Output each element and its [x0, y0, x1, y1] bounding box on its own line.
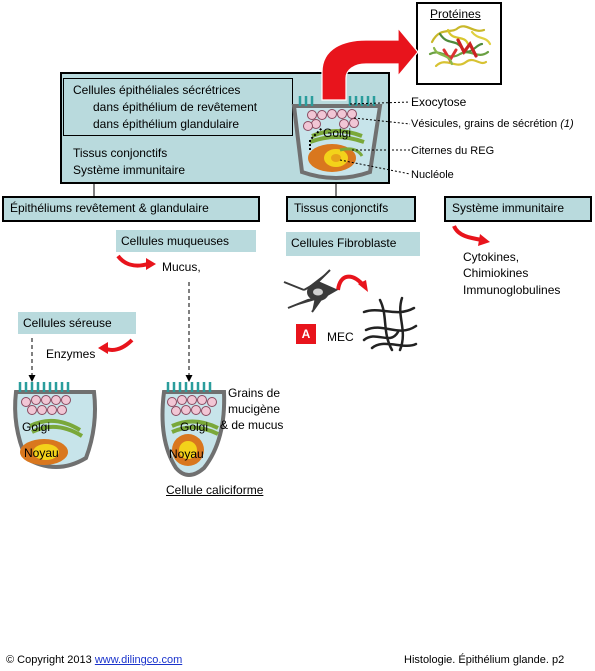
protein-structure-image — [428, 25, 492, 68]
panel-immune-system: Système immunitaire — [73, 163, 186, 177]
proteins-title: Protéines — [430, 7, 481, 21]
secretory-line-1: Cellules épithéliales sécrétrices — [73, 83, 241, 97]
goblet-cell-title: Cellule caliciforme — [166, 483, 264, 497]
reg-cisterns-label: Citernes du REG — [411, 145, 495, 157]
category-epitheliums: Épithéliums revêtement & glandulaire — [2, 196, 260, 222]
copyright-text: © Copyright 2013 — [6, 654, 92, 666]
immunoglobulins-label: Immunoglobulines — [463, 283, 561, 297]
grains-label-2: mucigène — [228, 402, 281, 416]
proteins-box: Protéines — [416, 2, 502, 85]
mucus-label: Mucus, — [162, 260, 201, 274]
mec-fibers-image — [362, 296, 418, 352]
footer-copyright: © Copyright 2013 www.dilingco.com — [6, 653, 182, 667]
chemokines-label: Chimiokines — [463, 266, 529, 280]
goblet-nucleus-label: Noyau — [169, 447, 204, 461]
footer-page-label: Histologie. Épithélium glande. p2 — [404, 654, 565, 666]
site-link[interactable]: www.dilingco.com — [94, 654, 183, 666]
nucleolus-label: Nucléole — [411, 169, 454, 181]
goblet-cell — [160, 382, 227, 477]
secretory-line-2: dans épithélium de revêtement — [93, 100, 258, 114]
vesicles-text: Vésicules, grains de sécrétion — [411, 118, 558, 130]
central-secretory-cell — [291, 96, 383, 180]
serous-cell — [13, 382, 97, 469]
fibroblast-cell — [283, 269, 339, 313]
mucous-cells-label: Cellules muqueuses — [116, 230, 256, 252]
grains-label-1: Grains de — [228, 386, 281, 400]
goblet-golgi-label: Golgi — [180, 420, 209, 434]
category-immune-system: Système immunitaire — [444, 196, 592, 222]
secretion-arrow — [321, 26, 419, 101]
exocytose-label: Exocytose — [411, 95, 467, 109]
fibroblast-cells-label: Cellules Fibroblaste — [286, 232, 420, 256]
category-conjunctive-tissue: Tissus conjonctifs — [286, 196, 416, 222]
serous-golgi-label: Golgi — [22, 420, 51, 434]
vesicles-label: Vésicules, grains de sécrétion (1) — [411, 117, 574, 131]
secretory-line-3: dans épithélium glandulaire — [93, 117, 240, 131]
vesicles-ref: (1) — [560, 118, 574, 130]
mec-badge: A — [296, 324, 316, 344]
cytokines-label: Cytokines, — [463, 250, 520, 264]
panel-tissue-conjunctive: Tissus conjonctifs — [73, 146, 168, 160]
golgi-label-central: Golgi — [323, 126, 352, 140]
mec-label: MEC — [327, 330, 354, 344]
serous-nucleus-label: Noyau — [24, 446, 59, 460]
grains-label-3: & de mucus — [220, 418, 284, 432]
serous-cells-label: Cellules séreuse — [18, 312, 136, 334]
enzymes-label: Enzymes — [46, 347, 96, 361]
